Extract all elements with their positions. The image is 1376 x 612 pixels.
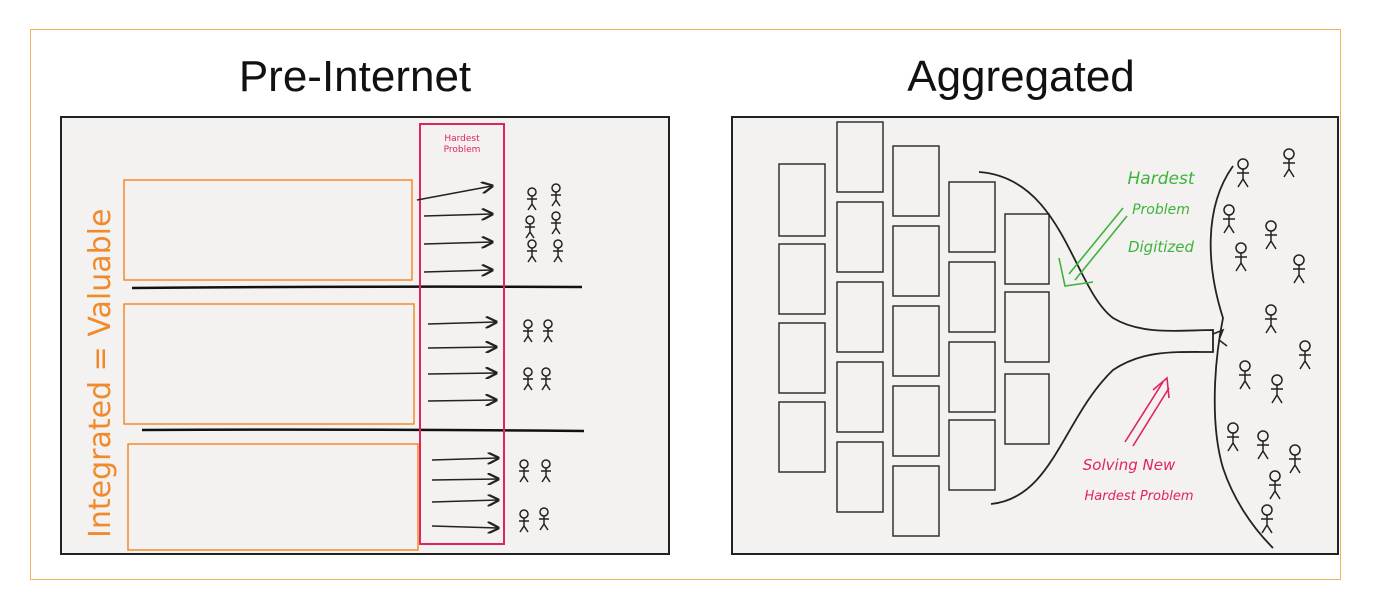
pre-internet-panel: Hardest Problem Integrated = Valuable <box>60 116 670 555</box>
users-boundary <box>1209 165 1274 549</box>
aggregated-panel: Hardest Problem Digitized Solving New Ha… <box>731 116 1339 555</box>
green-arrow <box>1058 207 1128 287</box>
integrated-valuable-label: Integrated = Valuable <box>83 209 118 538</box>
aggregated-diagram: Hardest Problem Digitized Solving New Ha… <box>778 121 1312 549</box>
pre-internet-diagram: Hardest Problem Integrated = Valuable <box>83 123 585 551</box>
red-label-line1: Solving New <box>1083 456 1176 474</box>
users-group-1 <box>524 183 564 263</box>
hardest-problem-column <box>419 123 505 545</box>
green-label-line1: Hardest <box>1128 169 1196 189</box>
divider-line-1 <box>131 285 583 290</box>
column-label-line2: Problem <box>444 145 481 155</box>
users-group-3 <box>518 459 552 533</box>
right-panel-title: Aggregated <box>907 52 1135 101</box>
left-panel-title: Pre-Internet <box>238 52 472 101</box>
users-crowd <box>1222 148 1312 534</box>
outer-frame <box>30 29 1341 580</box>
funnel-tip <box>1212 328 1228 347</box>
green-label-line3: Digitized <box>1128 238 1195 256</box>
green-label-line2: Problem <box>1132 202 1190 218</box>
users-group-2 <box>522 319 554 391</box>
arrows-group-3 <box>431 458 498 528</box>
red-label-line2: Hardest Problem <box>1084 489 1193 504</box>
supplier-boxes <box>778 121 1050 537</box>
arrows-group-1 <box>416 186 492 272</box>
company-box-2 <box>123 303 415 425</box>
company-box-3 <box>127 443 419 551</box>
column-label-line1: Hardest <box>444 134 480 144</box>
arrows-group-2 <box>427 322 496 401</box>
divider-line-2 <box>141 428 585 433</box>
aggregator-funnel <box>978 171 1214 505</box>
company-box-1 <box>123 179 413 281</box>
red-arrow <box>1124 376 1170 447</box>
